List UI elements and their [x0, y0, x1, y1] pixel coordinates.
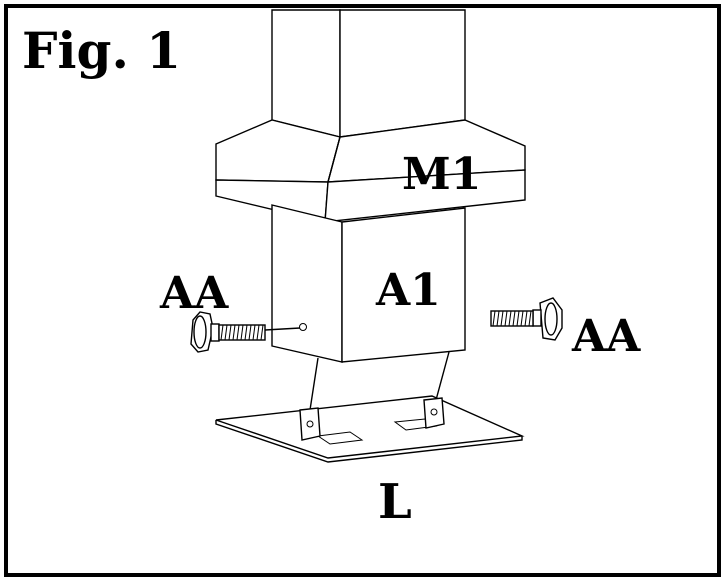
base-plate-l [215, 395, 525, 463]
label-screw-left: AA [159, 268, 229, 319]
label-screw-right: AA [571, 311, 641, 362]
label-m1: M1 [402, 149, 481, 200]
bracket-tab-left [299, 407, 321, 441]
figure-border [4, 4, 721, 577]
screw-hole [299, 323, 307, 331]
bracket-tab-right [423, 397, 445, 429]
post-sleeve-a1 [271, 204, 466, 363]
screw-right-aa [490, 297, 563, 341]
label-a1: A1 [375, 265, 441, 316]
screw-left-aa [190, 311, 301, 353]
figure-title: Fig. 1 [22, 21, 181, 80]
label-base-plate: L [378, 474, 412, 530]
bracket-legs [309, 351, 450, 411]
upper-post [271, 9, 466, 138]
post-cap-m1 [215, 119, 526, 223]
